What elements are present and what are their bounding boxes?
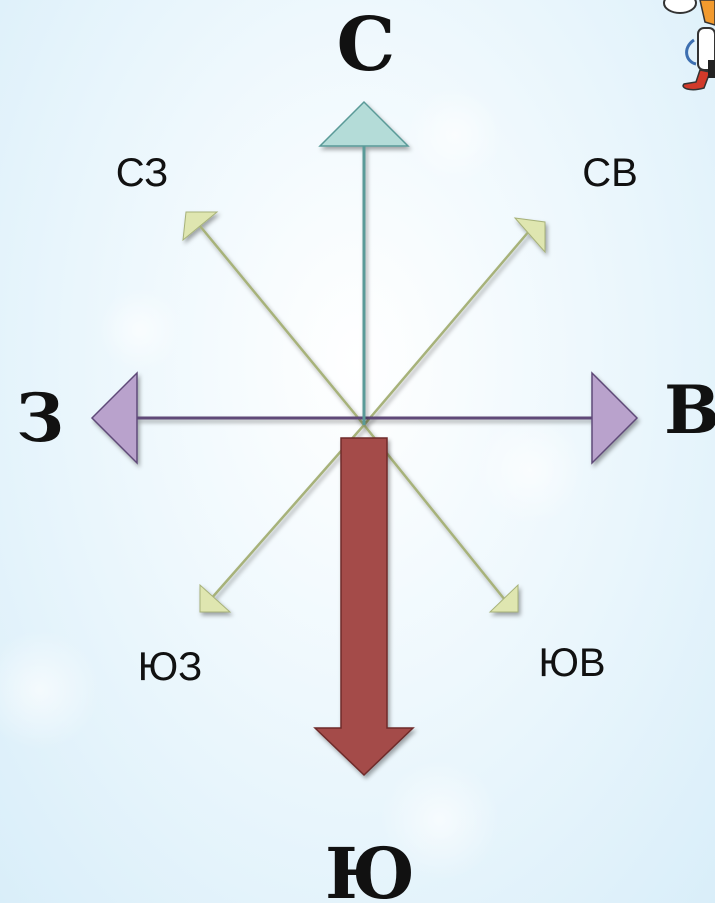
diagonal-arrows: [182, 211, 546, 613]
background-snowflakes: [0, 87, 585, 880]
east-label: В: [664, 371, 715, 449]
southeast-label: ЮВ: [538, 641, 605, 685]
southwest-arrow-line: [209, 424, 365, 601]
northeast-arrow-line: [363, 229, 531, 426]
northeast-arrow-head: [513, 217, 546, 254]
west-arrow-head: [90, 371, 138, 465]
south-label: Ю: [325, 832, 415, 903]
snowflake-icon: [407, 87, 503, 183]
cartoon-character-image: [663, 0, 715, 91]
snowflake-icon: [475, 415, 585, 525]
south-arrow: [313, 437, 415, 777]
southeast-arrow-head: [488, 583, 519, 613]
north-label: С: [337, 2, 396, 88]
snowflake-icon: [98, 288, 182, 372]
southwest-label: ЮЗ: [138, 645, 203, 689]
northwest-label: СЗ: [116, 151, 169, 195]
southwest-arrow-head: [199, 583, 232, 613]
north-arrow-head: [318, 100, 410, 147]
south-arrow-shape: [313, 437, 415, 777]
snowflake-icon: [380, 760, 500, 880]
west-label: З: [16, 379, 64, 457]
northwest-arrow-head: [182, 211, 219, 242]
north-arrow: [318, 100, 410, 425]
northwest-arrow-line: [199, 225, 365, 426]
snowflake-icon: [0, 630, 100, 750]
northeast-label: СВ: [582, 151, 638, 195]
east-arrow-head: [591, 371, 639, 465]
